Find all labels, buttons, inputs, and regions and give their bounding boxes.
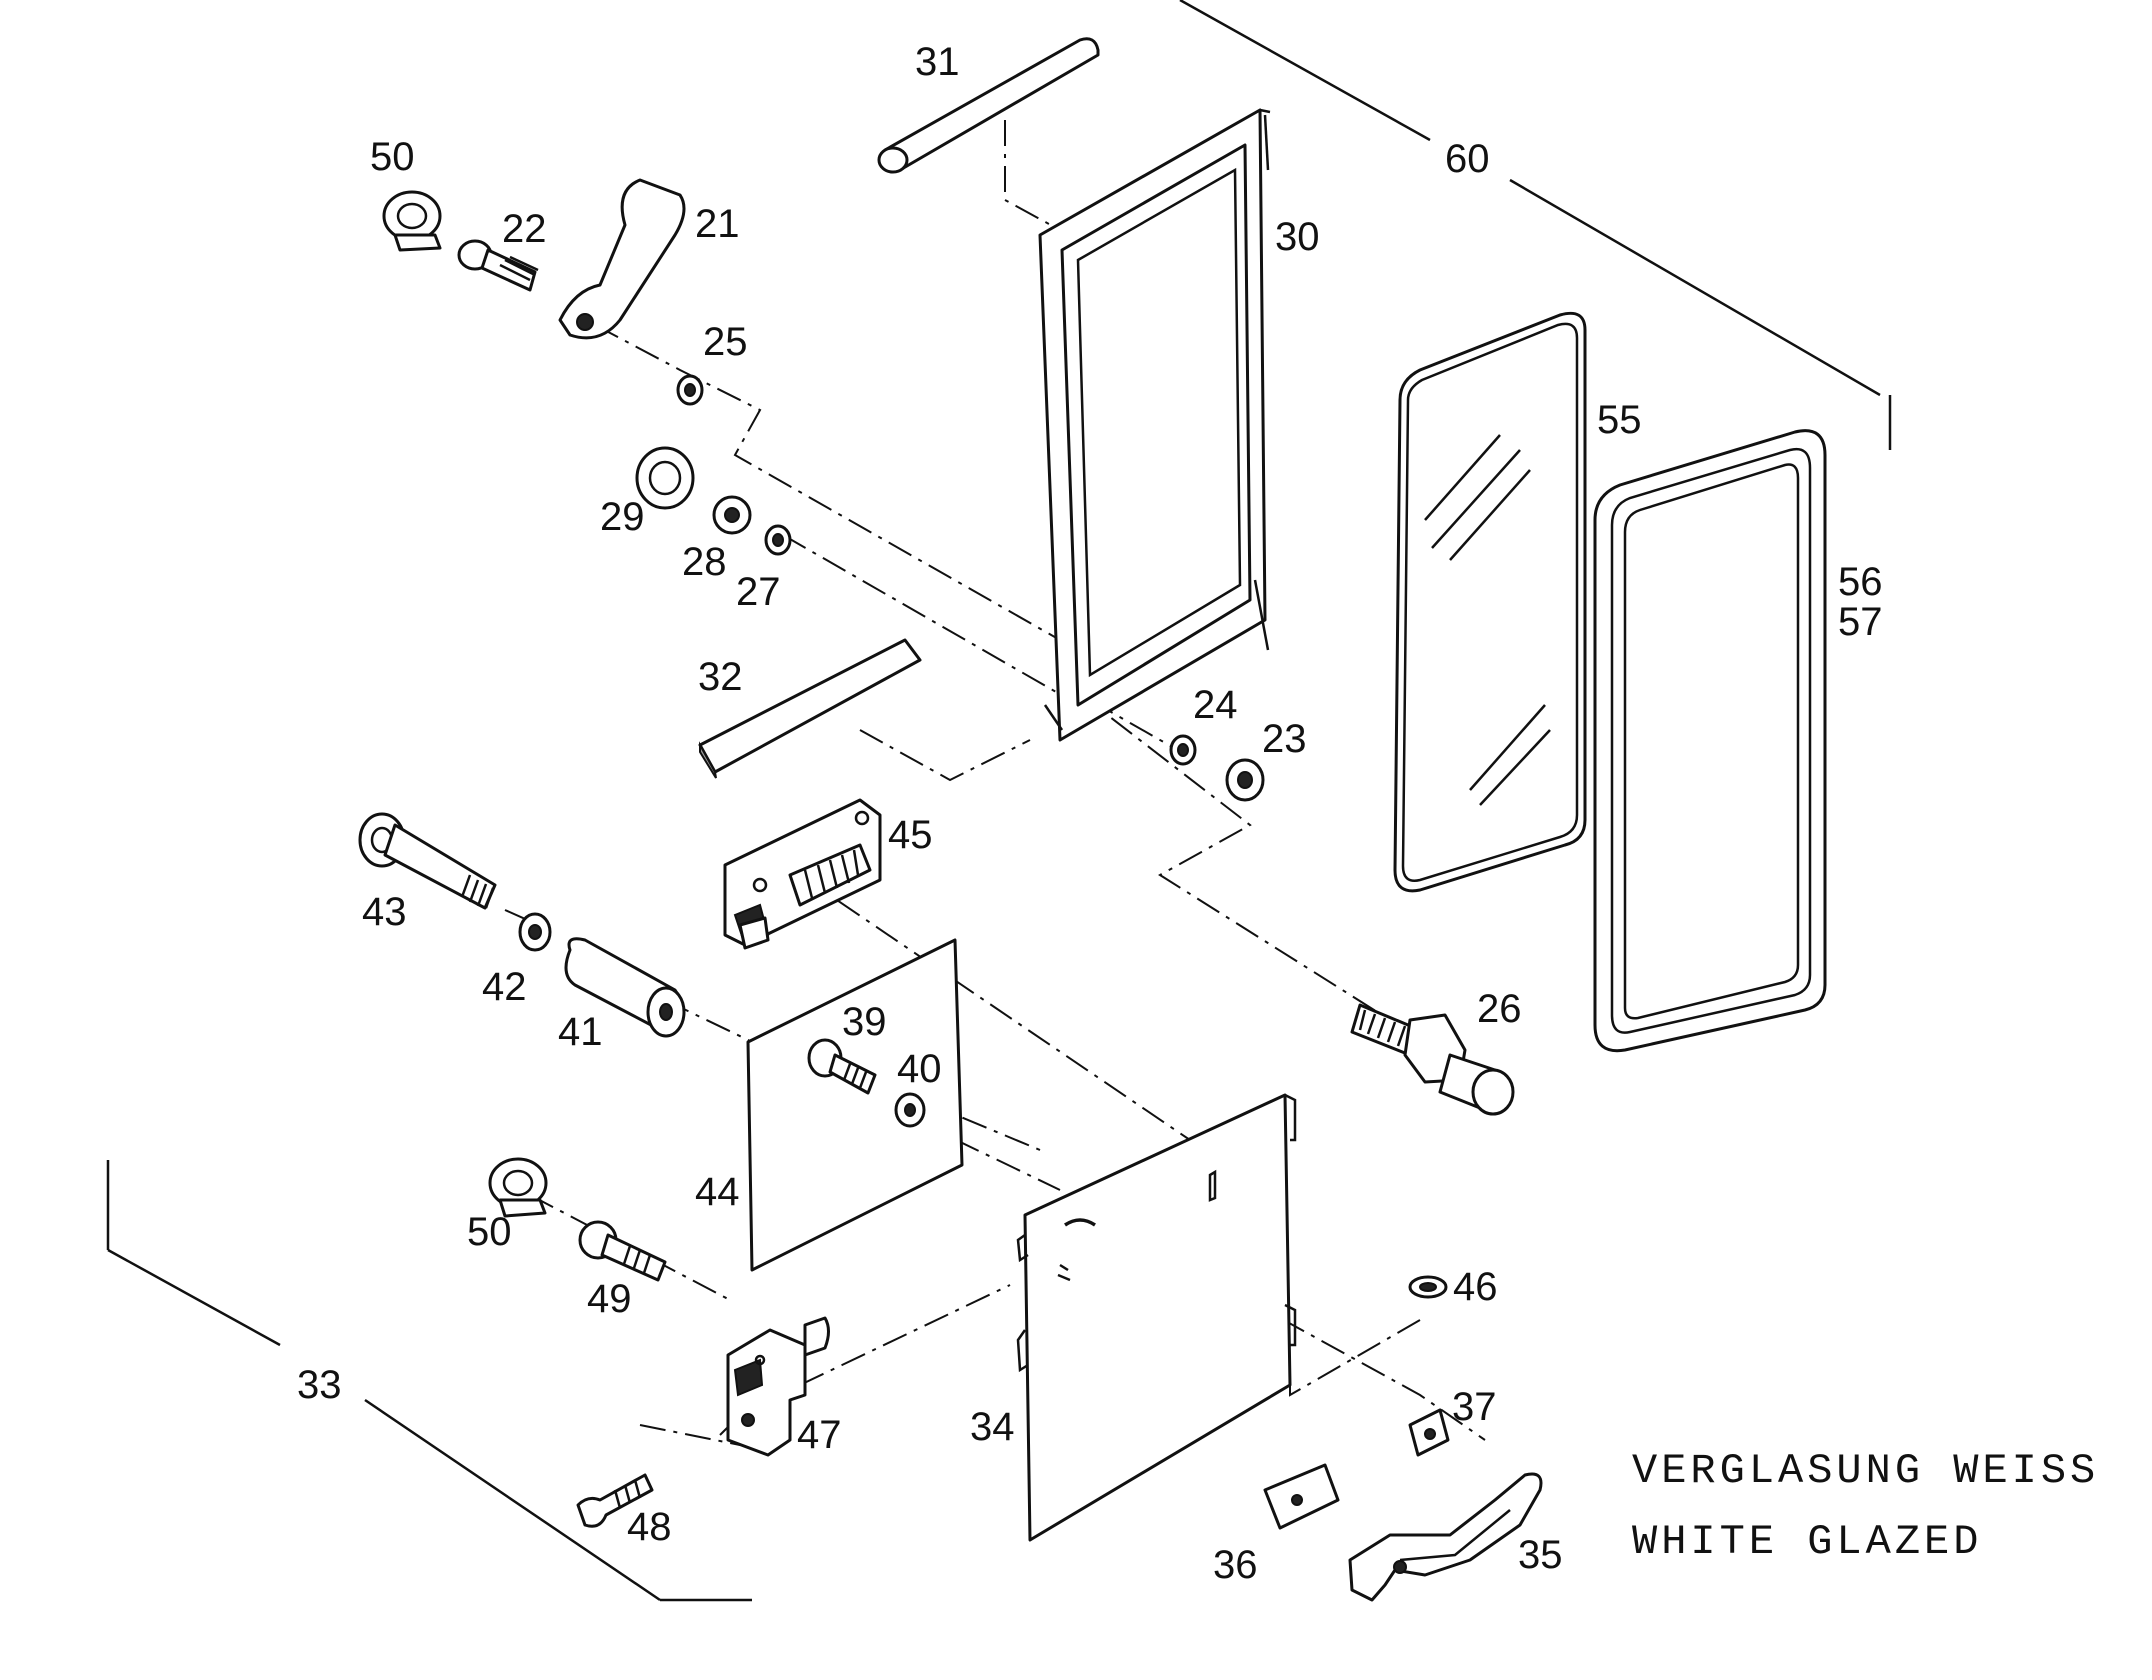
part-46-washer bbox=[1408, 1275, 1448, 1299]
part-56-57-gasket bbox=[1593, 429, 1827, 1053]
label-37: 37 bbox=[1452, 1385, 1497, 1429]
part-48-screw bbox=[576, 1473, 654, 1528]
part-24-washer bbox=[1169, 734, 1197, 766]
part-50-nut-top bbox=[382, 190, 442, 252]
label-46: 46 bbox=[1453, 1265, 1498, 1309]
caption: VERGLASUNG WEISS WHITE GLAZED bbox=[1632, 1447, 2099, 1566]
part-47-latch-block bbox=[726, 1316, 830, 1457]
label-26: 26 bbox=[1477, 987, 1522, 1031]
label-39: 39 bbox=[842, 1000, 887, 1044]
label-21: 21 bbox=[695, 202, 740, 246]
label-34: 34 bbox=[970, 1405, 1015, 1449]
part-32-strip bbox=[698, 638, 922, 779]
label-35: 35 bbox=[1518, 1533, 1563, 1577]
label-36: 36 bbox=[1213, 1543, 1258, 1587]
label-32: 32 bbox=[698, 655, 743, 699]
part-34-door-panel bbox=[1016, 1093, 1297, 1542]
label-43: 43 bbox=[362, 890, 407, 934]
part-36-pad bbox=[1263, 1463, 1340, 1530]
label-29: 29 bbox=[600, 495, 645, 539]
caption-english: WHITE GLAZED bbox=[1632, 1518, 1982, 1566]
label-33: 33 bbox=[297, 1363, 342, 1407]
part-42-washer bbox=[518, 912, 552, 952]
part-29-cap-nut bbox=[635, 446, 695, 510]
label-55: 55 bbox=[1597, 398, 1642, 442]
label-41: 41 bbox=[558, 1010, 603, 1054]
label-49: 49 bbox=[587, 1277, 632, 1321]
label-57: 57 bbox=[1838, 600, 1883, 644]
part-43-long-bolt bbox=[358, 812, 497, 910]
part-50-nut-lower bbox=[488, 1157, 548, 1218]
label-31: 31 bbox=[915, 40, 960, 84]
label-44: 44 bbox=[695, 1170, 740, 1214]
label-25: 25 bbox=[703, 320, 748, 364]
label-22: 22 bbox=[502, 207, 547, 251]
label-45: 45 bbox=[888, 813, 933, 857]
part-49-bolt bbox=[578, 1220, 667, 1282]
label-28: 28 bbox=[682, 540, 727, 584]
part-39-screw bbox=[807, 1038, 877, 1095]
part-45-latch bbox=[723, 798, 882, 950]
label-27: 27 bbox=[736, 570, 781, 614]
label-48: 48 bbox=[627, 1505, 672, 1549]
part-35-handle bbox=[1348, 1472, 1543, 1602]
label-60: 60 bbox=[1445, 137, 1490, 181]
part-30-window-frame bbox=[1038, 108, 1271, 742]
label-50: 50 bbox=[370, 135, 415, 179]
label-30: 30 bbox=[1275, 215, 1320, 259]
label-40: 40 bbox=[897, 1047, 942, 1091]
label-24: 24 bbox=[1193, 683, 1238, 727]
part-31-rod bbox=[877, 37, 1100, 174]
part-28-nut bbox=[712, 495, 752, 535]
part-27-washer bbox=[764, 524, 792, 556]
label-23: 23 bbox=[1262, 717, 1307, 761]
assembly-bracket-33 bbox=[106, 1160, 752, 1602]
part-22-bolt bbox=[457, 239, 539, 292]
part-55-glass-pane bbox=[1393, 311, 1587, 893]
part-labels: 50 22 21 25 29 28 27 31 30 60 32 24 23 5… bbox=[297, 40, 1883, 1587]
part-23-nut bbox=[1225, 758, 1265, 802]
label-50-lower: 50 bbox=[467, 1210, 512, 1254]
label-42: 42 bbox=[482, 965, 527, 1009]
part-40-washer bbox=[894, 1092, 926, 1128]
part-41-spacer bbox=[564, 937, 686, 1038]
part-26-stud bbox=[1350, 1003, 1515, 1116]
part-25-washer bbox=[676, 374, 704, 406]
label-47: 47 bbox=[797, 1413, 842, 1457]
part-21-lever bbox=[558, 178, 686, 340]
part-37-small-plate bbox=[1408, 1408, 1450, 1457]
assembly-lines bbox=[504, 120, 1486, 1446]
assembly-bracket-60 bbox=[1179, 0, 1892, 450]
part-44-plate bbox=[746, 938, 964, 1272]
caption-german: VERGLASUNG WEISS bbox=[1632, 1447, 2099, 1495]
label-56: 56 bbox=[1838, 560, 1883, 604]
